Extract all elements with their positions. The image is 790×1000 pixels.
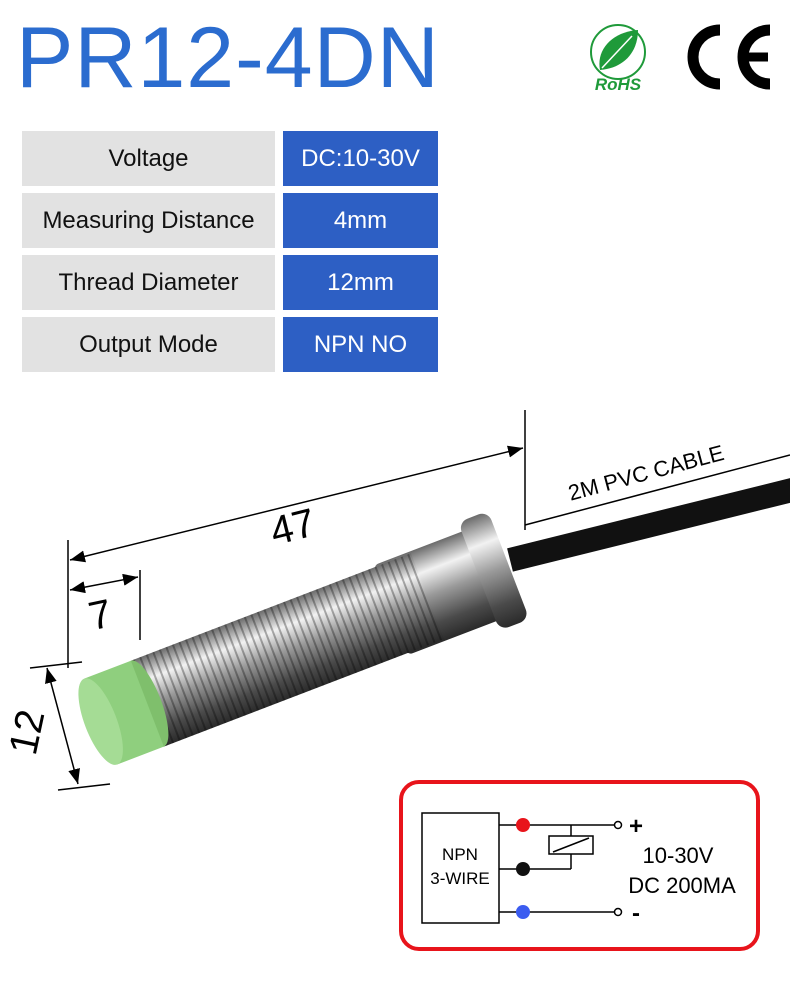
length-dimension: 47 <box>266 501 320 554</box>
spec-row-thread-diameter: Thread Diameter 12mm <box>22 255 438 310</box>
spec-label: Output Mode <box>22 317 275 372</box>
wire-label: 3-WIRE <box>430 869 490 888</box>
spec-row-measuring-distance: Measuring Distance 4mm <box>22 193 438 248</box>
minus-terminal: - <box>632 900 640 927</box>
diameter-dimension: 12 <box>1 706 53 759</box>
spec-value: 12mm <box>283 255 438 310</box>
npn-box <box>421 812 500 924</box>
spec-value: DC:10-30V <box>283 131 438 186</box>
spec-row-output-mode: Output Mode NPN NO <box>22 317 438 372</box>
spec-value: 4mm <box>283 193 438 248</box>
current-text: DC 200MA <box>628 873 736 898</box>
cable-label: 2M PVC CABLE <box>565 440 726 506</box>
dimension-lines <box>29 410 790 791</box>
sensor-body <box>78 513 527 765</box>
spec-value: NPN NO <box>283 317 438 372</box>
blue-wire-dot <box>516 905 530 919</box>
spec-label: Thread Diameter <box>22 255 275 310</box>
wiring-diagram: NPN 3-WIRE + - 10-30V DC 200MA <box>399 780 760 951</box>
voltage-text: 10-30V <box>643 843 714 868</box>
brown-wire-dot <box>516 818 530 832</box>
cable <box>507 478 790 572</box>
head-dimension: 7 <box>85 591 116 639</box>
sensor-cap <box>78 678 123 765</box>
rohs-logo: RoHS <box>590 24 646 94</box>
plus-terminal: + <box>629 813 643 840</box>
npn-label: NPN <box>442 845 478 864</box>
spec-label: Voltage <box>22 131 275 186</box>
ce-logo <box>687 24 771 90</box>
spec-row-voltage: Voltage DC:10-30V <box>22 131 438 186</box>
spec-label: Measuring Distance <box>22 193 275 248</box>
black-wire-dot <box>516 862 530 876</box>
product-title: PR12-4DN <box>16 10 440 106</box>
svg-text:RoHS: RoHS <box>595 75 642 94</box>
